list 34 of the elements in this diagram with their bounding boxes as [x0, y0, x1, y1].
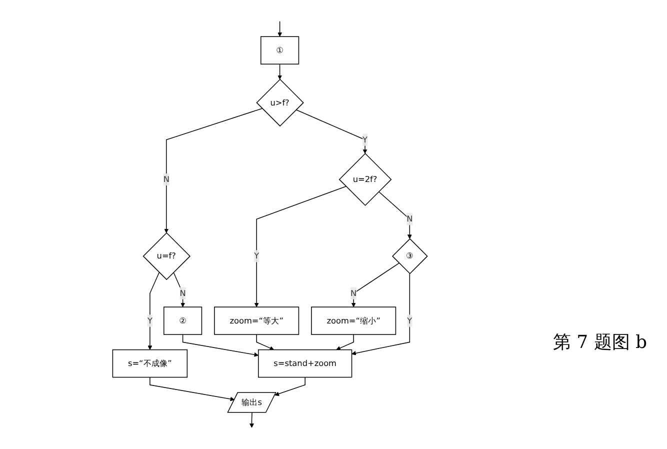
node-box: s=“不成像” [112, 349, 188, 378]
arrow [278, 64, 282, 80]
edge-label: N [163, 174, 170, 184]
arrow [250, 412, 254, 428]
node-diamond: ③ [392, 238, 428, 274]
arrow [351, 262, 400, 308]
node-diamond: u=2f? [338, 152, 392, 206]
edge-label: Y [407, 316, 412, 326]
arrow [256, 334, 274, 350]
node-box: zoom=“等大” [214, 306, 300, 335]
node-box: ② [164, 306, 202, 335]
arrow [148, 272, 160, 350]
figure-caption: 第 7 题图 b [552, 331, 647, 354]
arrow [164, 108, 263, 234]
arrow [378, 191, 412, 239]
edge-label: Y [254, 251, 260, 261]
arrow [182, 334, 259, 357]
node-box: ① [260, 36, 300, 64]
edge-label: Y [147, 316, 152, 326]
arrow [336, 334, 354, 350]
arrow [254, 186, 346, 308]
arrow [274, 376, 306, 396]
arrow [278, 20, 282, 37]
arrow [296, 109, 368, 154]
arrow [352, 273, 410, 356]
edge-label: N [350, 288, 357, 298]
node-box: zoom=“缩小” [311, 306, 396, 335]
node-diamond: u=f? [142, 232, 190, 280]
arrow [150, 376, 235, 402]
node-diamond: u>f? [256, 78, 304, 127]
edge-label: Y [362, 134, 368, 144]
edge-label: N [406, 214, 413, 224]
edge-label: N [180, 288, 186, 298]
node-box: s=stand+zoom [258, 349, 352, 378]
